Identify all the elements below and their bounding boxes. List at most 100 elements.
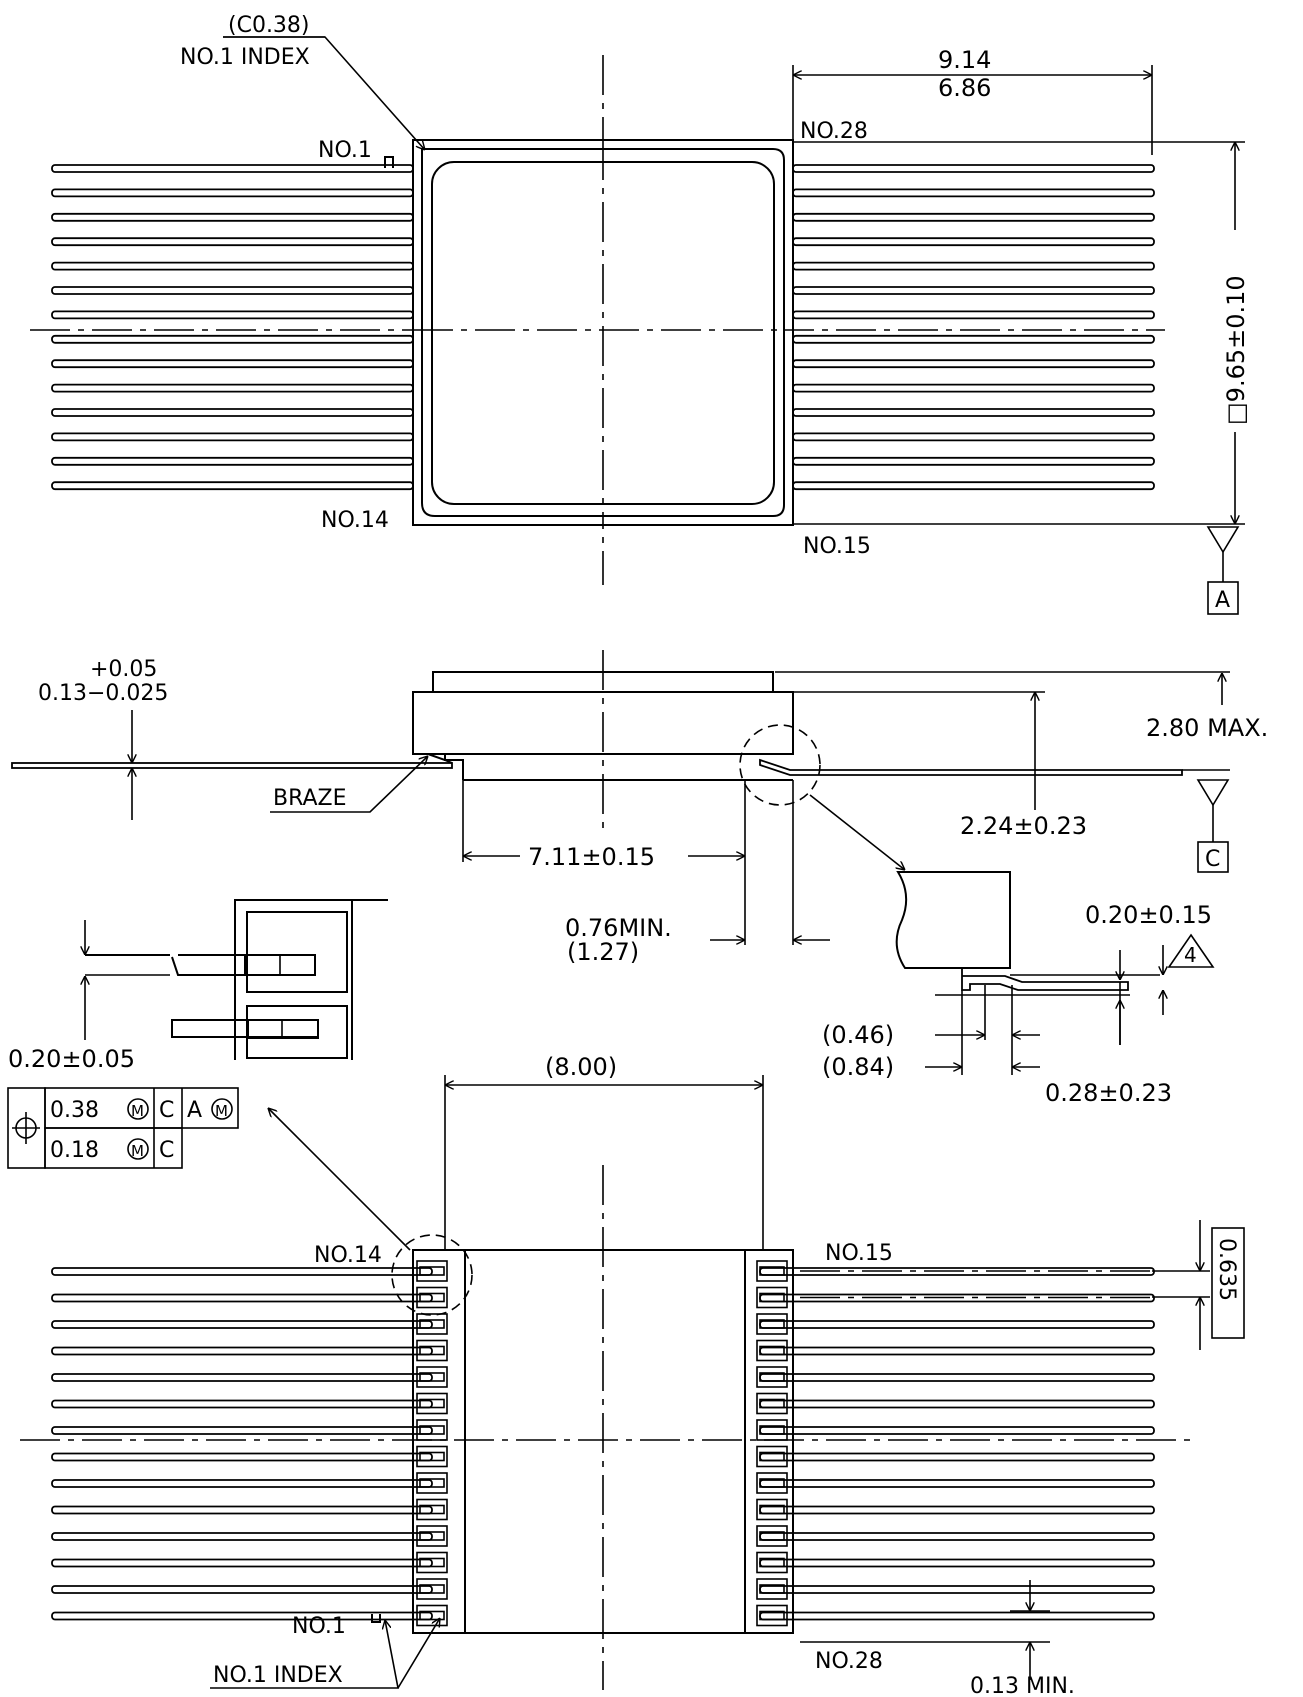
datum-c-box bbox=[1197, 841, 1229, 873]
braze-fillet bbox=[413, 753, 453, 764]
top-left-lead bbox=[51, 212, 414, 222]
side-view: +0.05 0.13−0.025 BRAZE 2.80 MAX. C 2.24±… bbox=[11, 650, 1268, 966]
side-view-body bbox=[412, 691, 794, 755]
side-view-left-seat bbox=[444, 754, 464, 780]
bottom-left-pad-inner bbox=[419, 1451, 445, 1462]
pad-span-label: (8.00) bbox=[545, 1053, 617, 1081]
tolerance-row2-value: 0.18 bbox=[50, 1138, 99, 1163]
bottom-right-lead bbox=[759, 1399, 1155, 1409]
sketch-lead-lower-tip bbox=[247, 1019, 319, 1039]
bottom-left-pad-strip bbox=[412, 1249, 466, 1634]
sketch-pad-upper bbox=[246, 911, 348, 993]
top-pin15-label: NO.15 bbox=[803, 534, 871, 559]
body-size-label: □9.65±0.10 bbox=[1222, 275, 1250, 425]
tolerance-row1-datum2: A bbox=[187, 1098, 202, 1123]
top-left-lead bbox=[51, 481, 414, 491]
top-pin14-label: NO.14 bbox=[321, 508, 389, 533]
bottom-right-lead bbox=[759, 1611, 1155, 1621]
bottom-right-pad-inner bbox=[759, 1425, 785, 1435]
note-triangle bbox=[1167, 933, 1215, 968]
bottom-detail-circle bbox=[391, 1234, 473, 1316]
ref046-label: (0.46) bbox=[822, 1021, 894, 1049]
bottom-left-pad-inner bbox=[419, 1531, 445, 1541]
top-view: (C0.38) NO.1 INDEX NO.1 NO.14 NO.28 NO.1… bbox=[30, 13, 1250, 615]
top-right-lead bbox=[792, 212, 1155, 222]
bottom-left-lead bbox=[51, 1399, 433, 1409]
bottom-pin15-label: NO.15 bbox=[825, 1241, 893, 1266]
detail-lead bbox=[961, 968, 1129, 991]
lead-width-sketch: 0.20±0.05 bbox=[8, 899, 388, 1073]
bottom-left-pad bbox=[416, 1286, 448, 1309]
min-length-label: 0.76MIN. bbox=[565, 914, 672, 942]
sketch-lead-lower bbox=[171, 1019, 319, 1038]
bottom-view: (8.00) NO.14 NO.15 NO.1 NO.28 NO.1 INDEX… bbox=[20, 1053, 1245, 1697]
bottom-right-lead bbox=[759, 1346, 1155, 1356]
top-right-lead bbox=[792, 456, 1155, 466]
sketch-body-edge bbox=[234, 899, 388, 1060]
top-index-label: NO.1 INDEX bbox=[180, 45, 310, 70]
top-right-lead bbox=[792, 408, 1155, 417]
bottom-left-pad bbox=[416, 1551, 448, 1574]
top-right-lead bbox=[792, 359, 1155, 369]
bottom-right-pad-inner bbox=[759, 1292, 785, 1303]
bottom-left-pad-inner bbox=[419, 1266, 445, 1276]
top-pin28-label: NO.28 bbox=[800, 119, 868, 144]
tolerance-row2-mod: M bbox=[131, 1142, 144, 1160]
bottom-right-lead bbox=[759, 1320, 1155, 1329]
bottom-left-pad bbox=[416, 1313, 448, 1335]
top-left-lead bbox=[51, 334, 414, 344]
lead-length-max: 9.14 bbox=[938, 46, 991, 74]
top-left-lead bbox=[51, 408, 414, 417]
bottom-index-leader-b bbox=[397, 1618, 440, 1689]
bottom-right-pad-inner bbox=[759, 1266, 785, 1276]
bottom-left-lead bbox=[51, 1293, 433, 1303]
bottom-view-leads bbox=[51, 1267, 1155, 1621]
top-left-lead bbox=[51, 432, 414, 442]
bottom-right-lead bbox=[759, 1558, 1155, 1568]
position-tolerance-frame: 0.38 M C A M 0.18 M C bbox=[7, 1087, 411, 1251]
side-view-left-lead bbox=[11, 762, 453, 769]
bottom-left-pad bbox=[416, 1366, 448, 1388]
datum-a-label: A bbox=[1215, 588, 1230, 613]
bottom-left-lead bbox=[51, 1611, 433, 1621]
datum-a-triangle bbox=[1206, 526, 1240, 554]
bottom-left-pad-inner bbox=[419, 1557, 445, 1568]
bottom-right-pad bbox=[756, 1472, 788, 1494]
bottom-right-pad bbox=[756, 1578, 788, 1600]
bottom-left-pad-inner bbox=[419, 1372, 445, 1382]
top-right-lead bbox=[792, 286, 1155, 295]
tolerance-row2-datum1: C bbox=[159, 1138, 174, 1163]
bottom-left-lead bbox=[51, 1373, 433, 1382]
bottom-right-pad-inner bbox=[759, 1504, 785, 1515]
pitch-label: 0.635 bbox=[1214, 1238, 1239, 1301]
top-left-lead bbox=[51, 188, 414, 198]
mmc-circle-3 bbox=[127, 1138, 149, 1160]
bottom-pin1-tab bbox=[371, 1614, 381, 1623]
bottom-pin28-label: NO.28 bbox=[815, 1649, 883, 1674]
lead-thickness: 0.13−0.025 bbox=[38, 681, 168, 706]
braze-leader bbox=[270, 756, 428, 813]
bottom-right-pad bbox=[756, 1313, 788, 1335]
lead-offset-label: 0.28±0.23 bbox=[1045, 1079, 1172, 1107]
tolerance-row1-mod2: M bbox=[215, 1102, 228, 1120]
bottom-left-lead bbox=[51, 1532, 433, 1541]
bottom-left-pad bbox=[416, 1392, 448, 1415]
top-left-lead bbox=[51, 261, 414, 271]
datum-c-label: C bbox=[1205, 847, 1220, 872]
bottom-left-lead bbox=[51, 1267, 433, 1276]
bottom-left-pad-inner bbox=[419, 1478, 445, 1488]
bottom-right-pad-inner bbox=[759, 1319, 785, 1329]
top-view-leads bbox=[51, 164, 1155, 491]
bottom-pin14-label: NO.14 bbox=[314, 1243, 382, 1268]
bottom-index-label: NO.1 INDEX bbox=[213, 1663, 343, 1688]
top-left-lead bbox=[51, 286, 414, 295]
bottom-right-lead bbox=[759, 1532, 1155, 1541]
bottom-right-pad-inner bbox=[759, 1478, 785, 1488]
min-length-ref: (1.27) bbox=[567, 938, 639, 966]
bottom-right-pad-inner bbox=[759, 1557, 785, 1568]
bottom-right-pad bbox=[756, 1419, 788, 1441]
lead-thickness-tol: +0.05 bbox=[90, 657, 157, 682]
standoff-label: 2.24±0.23 bbox=[960, 812, 1087, 840]
bottom-right-pad bbox=[756, 1260, 788, 1282]
